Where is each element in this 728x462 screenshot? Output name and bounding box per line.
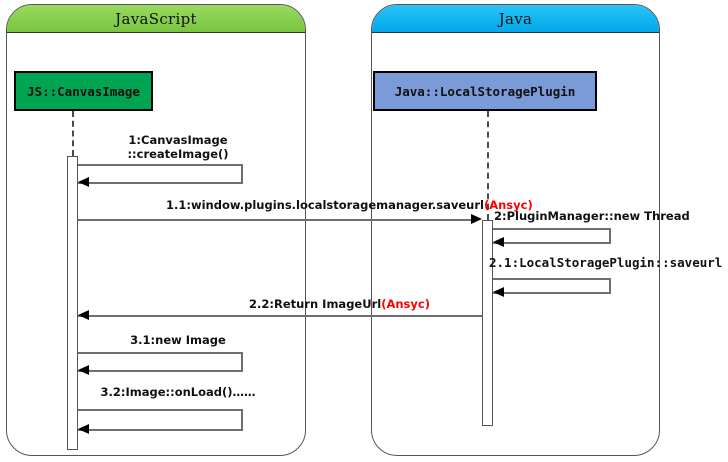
message-1-line-turn bbox=[241, 164, 243, 182]
message-label-3-1-text: 3.1:new Image bbox=[130, 333, 226, 347]
message-2-1-line-out bbox=[493, 278, 611, 280]
message-2-1-arrowhead bbox=[493, 287, 504, 297]
panel-header-java: Java bbox=[372, 5, 659, 33]
lifeline-java bbox=[487, 111, 489, 220]
message-label-1-1-async: (Ansyc) bbox=[483, 198, 533, 212]
message-1-arrowhead bbox=[78, 177, 89, 187]
message-3-2-arrowhead bbox=[78, 424, 89, 434]
message-2-line-back bbox=[493, 242, 611, 244]
message-label-1-line1: 1:CanvasImage bbox=[128, 133, 228, 147]
panel-title-java: Java bbox=[498, 9, 533, 28]
message-2-1-line-turn bbox=[609, 278, 611, 292]
message-2-2-line bbox=[78, 315, 482, 317]
message-3-2-line-turn bbox=[241, 409, 243, 429]
message-label-3-2-text: 3.2:Image::onLoad()…… bbox=[100, 385, 256, 399]
message-1-line-back bbox=[78, 182, 243, 184]
message-2-arrowhead bbox=[493, 237, 504, 247]
message-1-1-arrowhead bbox=[471, 214, 482, 224]
object-box-js-canvasimage-label: JS::CanvasImage bbox=[27, 83, 140, 99]
message-3-1-arrowhead bbox=[78, 365, 89, 375]
activation-bar-javascript bbox=[67, 156, 78, 450]
activation-bar-java bbox=[482, 220, 493, 426]
message-label-2-2-async: (Ansyc) bbox=[381, 297, 430, 311]
message-label-3-2: 3.2:Image::onLoad()…… bbox=[78, 385, 278, 399]
message-1-1-line bbox=[78, 219, 474, 221]
object-box-js-canvasimage[interactable]: JS::CanvasImage bbox=[14, 71, 153, 111]
message-2-line-turn bbox=[609, 228, 611, 242]
message-2-2-arrowhead bbox=[78, 310, 89, 320]
message-label-1: 1:CanvasImage ::createImage() bbox=[78, 133, 278, 161]
message-3-2-line-back bbox=[78, 429, 243, 431]
message-3-2-line-out bbox=[78, 409, 243, 411]
lifeline-javascript bbox=[72, 111, 74, 156]
message-2-line-out bbox=[493, 228, 611, 230]
object-box-java-localstorageplugin[interactable]: Java::LocalStoragePlugin bbox=[373, 71, 597, 111]
message-label-2-1-text: 2.1:LocalStoragePlugin::saveurl bbox=[489, 255, 723, 270]
message-label-1-1-text: 1.1:window.plugins.localstoragemanager.s… bbox=[166, 198, 484, 212]
panel-header-javascript: JavaScript bbox=[7, 5, 305, 33]
message-label-1-1: 1.1:window.plugins.localstoragemanager.s… bbox=[166, 198, 533, 212]
message-label-2-1: 2.1:LocalStoragePlugin::saveurl bbox=[489, 256, 722, 270]
message-label-2-2: 2.2:Return ImageUrl(Ansyc) bbox=[249, 297, 430, 311]
message-3-1-line-back bbox=[78, 370, 243, 372]
message-label-2-2-text: 2.2:Return ImageUrl bbox=[249, 297, 382, 311]
panel-title-javascript: JavaScript bbox=[115, 9, 197, 28]
object-box-java-localstorageplugin-label: Java::LocalStoragePlugin bbox=[394, 83, 576, 99]
message-3-1-line-out bbox=[78, 352, 243, 354]
message-label-2: 2:PluginManager::new Thread bbox=[494, 209, 690, 223]
message-2-1-line-back bbox=[493, 292, 611, 294]
message-label-2-text: 2:PluginManager::new Thread bbox=[494, 209, 690, 223]
participant-panel-java: Java bbox=[371, 4, 660, 456]
message-3-1-line-turn bbox=[241, 352, 243, 370]
message-label-3-1: 3.1:new Image bbox=[78, 333, 278, 347]
message-label-1-line2: ::createImage() bbox=[127, 147, 229, 161]
message-1-line-out bbox=[78, 164, 243, 166]
